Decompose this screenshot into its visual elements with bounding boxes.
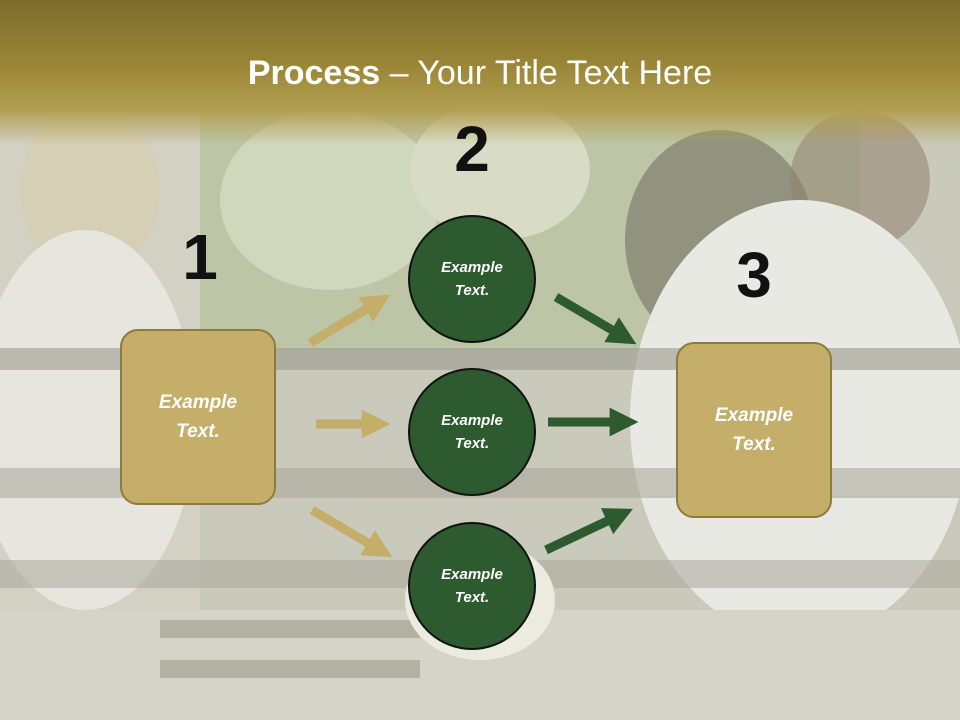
step-box-right: Example Text. [676,342,832,518]
step-box-right-text: Example Text. [714,405,794,455]
arrow-left-to-top [307,294,391,347]
title-band [0,0,960,145]
step-number-1: 1 [182,221,218,293]
step-circle-middle-text: Example Text. [441,412,503,452]
step-number-2: 2 [454,113,490,185]
page-title: Process – Your Title Text Here [0,54,960,93]
step-circle-middle: Example Text. [408,368,536,496]
step-circle-bottom: Example Text. [408,522,536,650]
step-box-left: Example Text. [120,329,276,505]
step-circle-top-text: Example Text. [441,259,503,299]
step-number-3: 3 [736,239,772,311]
step-circle-top: Example Text. [408,215,536,343]
arrow-bottom-to-right [544,508,634,555]
step-box-left-text: Example Text. [158,392,238,442]
arrow-left-to-bottom [309,506,393,558]
arrow-top-to-right [553,293,637,345]
title-bold: Process [247,54,381,92]
step-circle-bottom-text: Example Text. [441,566,503,606]
title-rest: – Your Title Text Here [380,54,713,92]
